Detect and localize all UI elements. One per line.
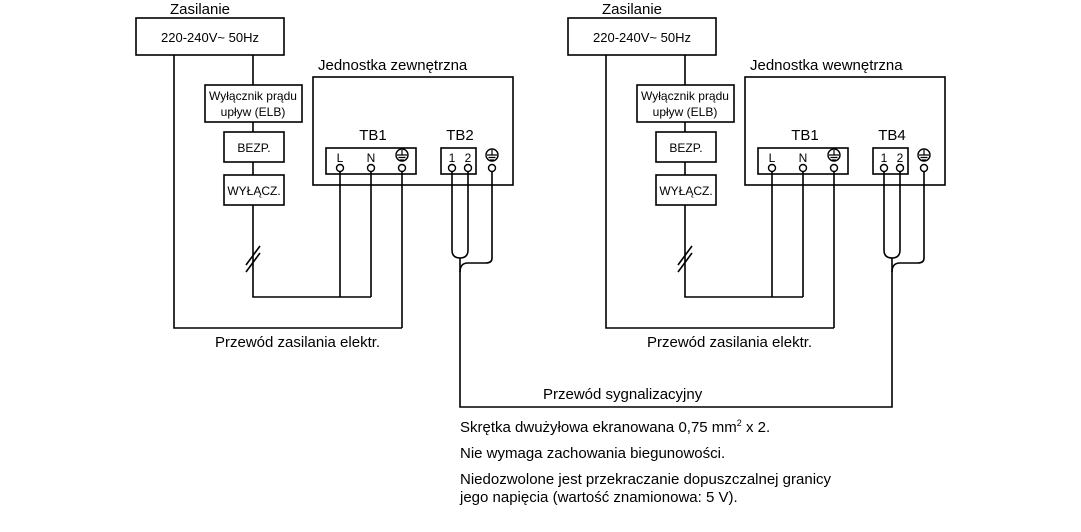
unit-title: Jednostka wewnętrzna — [750, 57, 903, 74]
tb-signal-label: TB4 — [878, 127, 906, 144]
signal-cable-label: Przewód sygnalizacyjny — [543, 386, 703, 403]
unit-title: Jednostka zewnętrzna — [318, 57, 468, 74]
terminal-screw — [366, 163, 376, 173]
terminal-screw — [447, 163, 457, 173]
shield-wire — [459, 168, 493, 273]
note-cable-count: x 2. — [742, 419, 770, 436]
terminal-screw — [335, 163, 345, 173]
ground-icon — [917, 148, 931, 162]
elb-label-1: Wyłącznik prądu — [641, 89, 729, 103]
tb-signal-label: TB2 — [446, 127, 474, 144]
term-1: 1 — [881, 151, 888, 165]
terminal-screw — [829, 163, 839, 173]
supply-voltage: 220-240V~ 50Hz — [161, 30, 259, 45]
ground-icon — [395, 148, 409, 162]
elb-box — [204, 84, 303, 123]
signal-cable — [459, 258, 893, 408]
supply-label: Zasilanie — [170, 1, 230, 18]
fuse-label: BEZP. — [237, 141, 270, 155]
elb-label-2: upływ (ELB) — [653, 105, 718, 119]
term-2: 2 — [465, 151, 472, 165]
term-l: L — [337, 151, 344, 165]
shield-wire — [891, 168, 925, 273]
supply-voltage: 220-240V~ 50Hz — [593, 30, 691, 45]
neutral-return-wire — [173, 55, 402, 329]
tb-power-label: TB1 — [791, 127, 819, 144]
cable-break-mark — [677, 245, 693, 273]
switch-label: WYŁĄCZ. — [227, 184, 280, 198]
term-1: 1 — [449, 151, 456, 165]
power-wires — [684, 55, 835, 328]
power-cable-label: Przewód zasilania elektr. — [215, 334, 380, 351]
unit-box — [312, 76, 514, 186]
term-2: 2 — [897, 151, 904, 165]
right-unit-wiring: Zasilanie 220-240V~ 50Hz Wyłącznik prądu… — [567, 1, 946, 351]
neutral-return-wire — [605, 55, 834, 329]
note-voltage-1: Niedozwolone jest przekraczanie dopuszcz… — [460, 471, 832, 488]
terminal-screw — [767, 163, 777, 173]
term-n: N — [367, 151, 376, 165]
left-unit-wiring: Zasilanie 220-240V~ 50Hz Wyłącznik prądu… — [135, 1, 514, 351]
supply-label: Zasilanie — [602, 1, 662, 18]
fuse-label: BEZP. — [669, 141, 702, 155]
elb-label-1: Wyłącznik prądu — [209, 89, 297, 103]
note-cable-spec: Skrętka dwużyłowa ekranowana 0,75 mm2 x … — [460, 418, 770, 436]
switch-box — [655, 174, 717, 206]
terminal-screw — [397, 163, 407, 173]
power-cable-label: Przewód zasilania elektr. — [647, 334, 812, 351]
fuse-box — [223, 131, 285, 163]
switch-label: WYŁĄCZ. — [659, 184, 712, 198]
power-terminal-block — [757, 147, 849, 175]
twisted-pair — [883, 168, 901, 259]
unit-box — [744, 76, 946, 186]
term-l: L — [769, 151, 776, 165]
term-n: N — [799, 151, 808, 165]
terminal-screw — [798, 163, 808, 173]
tb-power-label: TB1 — [359, 127, 387, 144]
note-voltage-2: jego napięcia (wartość znamionowa: 5 V). — [459, 489, 738, 506]
terminal-screw — [895, 163, 905, 173]
note-cable-spec-text: Skrętka dwużyłowa ekranowana 0,75 mm — [460, 419, 737, 436]
terminal-screw — [879, 163, 889, 173]
terminal-screw — [463, 163, 473, 173]
ground-icon — [827, 148, 841, 162]
supply-box — [567, 17, 717, 56]
cable-break-mark — [245, 245, 261, 273]
note-superscript: 2 — [737, 418, 742, 428]
note-polarity: Nie wymaga zachowania biegunowości. — [460, 445, 725, 462]
elb-label-2: upływ (ELB) — [221, 105, 286, 119]
power-wires — [252, 55, 403, 328]
ground-icon — [485, 148, 499, 162]
signal-terminal-block — [440, 147, 477, 175]
terminal-screw — [919, 163, 929, 173]
power-terminal-block — [325, 147, 417, 175]
elb-box — [636, 84, 735, 123]
fuse-box — [655, 131, 717, 163]
switch-box — [223, 174, 285, 206]
supply-box — [135, 17, 285, 56]
twisted-pair — [451, 168, 469, 259]
signal-terminal-block — [872, 147, 909, 175]
terminal-screw — [487, 163, 497, 173]
